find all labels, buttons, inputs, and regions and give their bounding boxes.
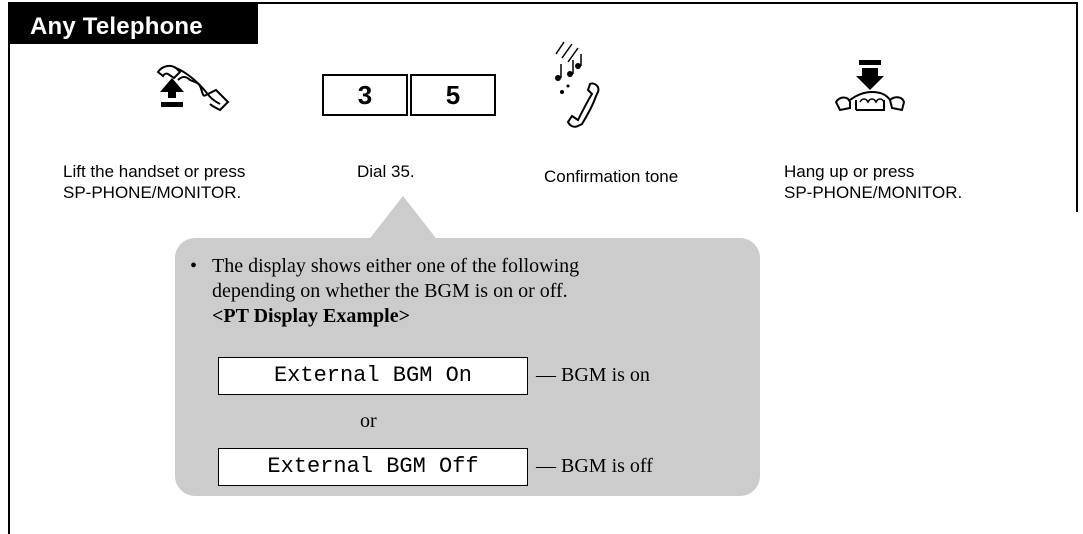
step-hangup-caption-line1: Hang up or press xyxy=(784,162,915,181)
step-lift-caption-line2: SP-PHONE/MONITOR. xyxy=(63,183,242,202)
note-line-1: The display shows either one of the foll… xyxy=(212,255,580,277)
frame-top-border xyxy=(8,2,1078,4)
callout-pointer xyxy=(367,196,439,242)
key-3: 3 xyxy=(322,74,408,116)
step-hangup-caption: Hang up or press SP-PHONE/MONITOR. xyxy=(784,161,962,203)
step-lift-caption: Lift the handset or press SP-PHONE/MONIT… xyxy=(63,161,245,203)
key-5: 5 xyxy=(410,74,496,116)
hang-up-icon xyxy=(834,60,906,112)
display-bgm-on: External BGM On xyxy=(218,357,528,395)
or-separator: or xyxy=(360,410,377,432)
section-title: Any Telephone xyxy=(30,13,203,40)
display-bgm-off: External BGM Off xyxy=(218,448,528,486)
note-bullet: • xyxy=(190,255,198,277)
step-tone-caption: Confirmation tone xyxy=(544,167,679,186)
confirmation-tone-icon xyxy=(555,41,600,128)
section-header xyxy=(8,2,258,44)
frame-left-border xyxy=(8,2,10,534)
step-hangup-caption-line2: SP-PHONE/MONITOR. xyxy=(784,183,963,202)
step-dial-caption: Dial 35. xyxy=(357,162,415,181)
display-bgm-on-description: — BGM is on xyxy=(536,364,650,386)
frame-right-border xyxy=(1076,2,1078,212)
note-line-2: depending on whether the BGM is on or of… xyxy=(212,280,568,302)
step-lift-caption-line1: Lift the handset or press xyxy=(63,162,246,181)
handset-lift-icon xyxy=(156,64,230,112)
display-bgm-off-description: — BGM is off xyxy=(536,455,653,477)
pt-display-example-heading: <PT Display Example> xyxy=(212,305,411,327)
